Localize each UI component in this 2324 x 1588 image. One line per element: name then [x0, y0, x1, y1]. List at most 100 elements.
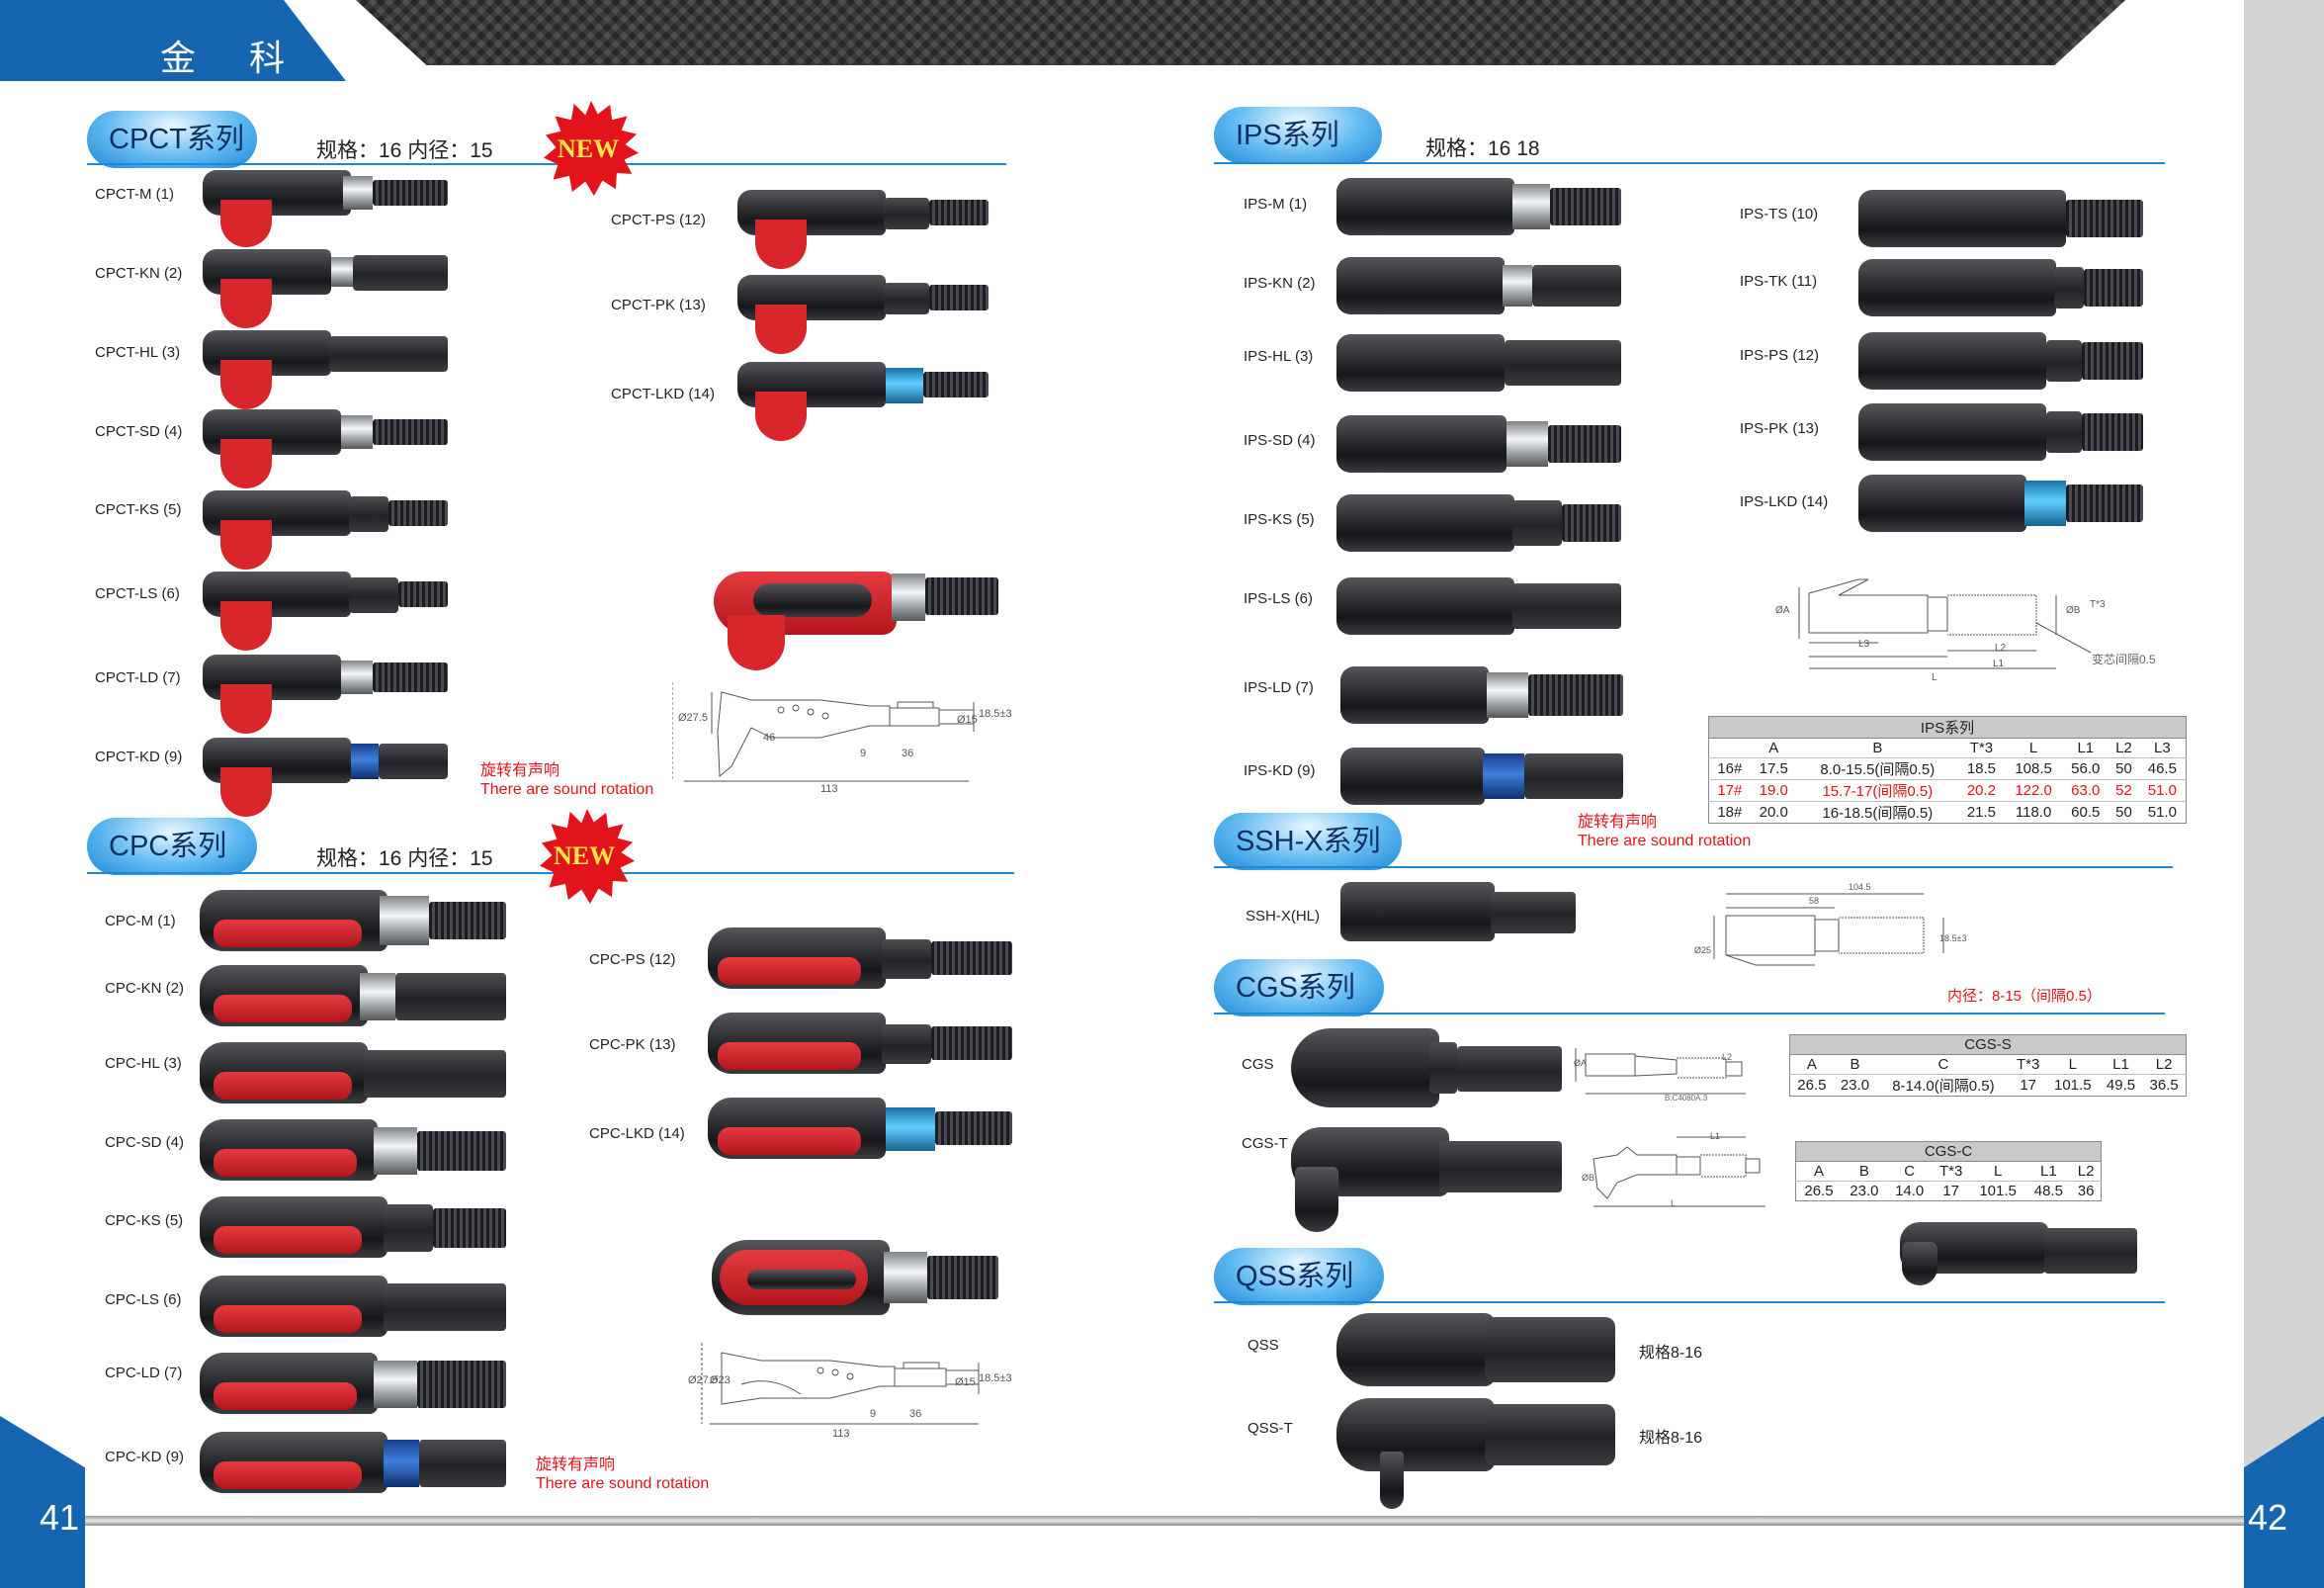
dim-label: ØB — [1582, 1173, 1595, 1183]
product-image-ips-sd — [1336, 415, 1623, 475]
item-label: IPS-SD (4) — [1244, 432, 1316, 449]
table-cell: 23.0 — [1833, 1074, 1877, 1097]
table-cell: 18# — [1708, 801, 1751, 824]
dim-label: 36 — [902, 748, 914, 759]
table-cell: 49.5 — [2099, 1074, 2143, 1097]
table-cell: 15.7-17(间隔0.5) — [1796, 779, 1958, 802]
product-image-cpc-m — [200, 890, 508, 955]
table-row: 18# 20.0 16-18.5(间隔0.5) 21.5 118.0 60.5 … — [1708, 801, 2187, 824]
product-image-ips-ps — [1858, 332, 2145, 392]
dim-label: L2 — [1995, 643, 2007, 654]
dim-label: 113 — [820, 783, 838, 795]
section-title-qss: QSS系列 — [1214, 1248, 1384, 1305]
table-row: 26.5 23.0 8-14.0(间隔0.5) 17 101.5 49.5 36… — [1789, 1074, 2187, 1097]
product-image-ips-kd — [1340, 748, 1627, 807]
product-image-ips-tk — [1858, 259, 2145, 318]
section-title-ssh: SSH-X系列 — [1214, 813, 1402, 870]
product-image-ssh-x — [1340, 882, 1578, 943]
table-row: 17# 19.0 15.7-17(间隔0.5) 20.2 122.0 63.0 … — [1708, 779, 2187, 802]
dim-label: 46 — [763, 732, 776, 744]
technical-drawing-cgs-t — [1592, 1136, 1765, 1207]
item-label: CPCT-PK (13) — [611, 297, 706, 313]
table-cell: 63.0 — [2062, 779, 2109, 802]
qss-t-spec: 规格8-16 — [1639, 1430, 1703, 1447]
item-label: IPS-LKD (14) — [1740, 493, 1829, 510]
table-cell: 26.5 — [1789, 1074, 1834, 1097]
table-cell: 8-14.0(间隔0.5) — [1876, 1074, 2011, 1097]
item-label: IPS-KN (2) — [1244, 275, 1316, 292]
new-badge-text: NEW — [554, 841, 616, 870]
product-image-ips-kn — [1336, 257, 1623, 316]
product-image-cpct-lkd — [737, 362, 992, 443]
table-header — [1709, 739, 1751, 758]
item-label: IPS-M (1) — [1244, 196, 1308, 213]
product-image-ips-lkd — [1858, 475, 2145, 534]
dim-label: ØA — [1574, 1058, 1588, 1068]
table-cell: 56.0 — [2062, 757, 2109, 780]
table-cell: 17.5 — [1750, 757, 1797, 780]
section-rule-qss — [1214, 1301, 2165, 1303]
table-header: C — [1904, 1163, 1916, 1180]
item-label: CPCT-KS (5) — [95, 501, 182, 518]
dim-label: L — [1671, 1198, 1677, 1208]
table-cell: 20.0 — [1750, 801, 1797, 824]
page-number-left: 41 — [40, 1497, 80, 1538]
table-header: A — [1813, 1163, 1824, 1180]
dim-label: Ø27.5 — [678, 712, 708, 724]
product-image-cpct-ks — [203, 490, 450, 572]
item-label: CPC-LD (7) — [105, 1365, 183, 1381]
product-image-cpc-ls — [200, 1276, 508, 1341]
dim-label: ØB — [2066, 605, 2081, 616]
item-label: IPS-HL (3) — [1244, 348, 1314, 365]
table-cell: 118.0 — [2004, 801, 2063, 824]
item-label: CPC-KD (9) — [105, 1449, 185, 1465]
item-label: CPC-HL (3) — [105, 1055, 182, 1072]
item-label: CPC-PK (13) — [589, 1036, 676, 1053]
sound-note-en: There are sound rotation — [1578, 833, 1752, 849]
dim-label: L1 — [1993, 659, 2005, 669]
dim-label: L — [1932, 672, 1937, 683]
dim-label: 18.5±3 — [979, 1372, 1012, 1384]
dim-label: Ø15 — [955, 1376, 976, 1388]
item-label: CPC-LKD (14) — [589, 1125, 685, 1142]
sound-note-cpct: 旋转有声响 There are sound rotation — [480, 761, 653, 799]
product-image-cpc-pk — [708, 1013, 1016, 1078]
item-label: SSH-X(HL) — [1246, 908, 1321, 925]
table-cell: 60.5 — [2062, 801, 2109, 824]
bottom-rule — [85, 1516, 2244, 1526]
product-image-qss — [1336, 1313, 1617, 1388]
table-cell: 26.5 — [1795, 1181, 1842, 1201]
technical-drawing-cgs — [1575, 1048, 1746, 1095]
technical-drawing-cpc — [701, 1343, 980, 1425]
table-cell: 21.5 — [1957, 801, 2005, 824]
sound-note-en: There are sound rotation — [536, 1475, 710, 1492]
table-cell: 8.0-15.5(间隔0.5) — [1796, 757, 1958, 780]
brand-tab — [0, 0, 346, 81]
item-label: CPCT-LS (6) — [95, 585, 180, 602]
dim-label: 58 — [1809, 896, 1820, 906]
table-cell: 36 — [2071, 1181, 2102, 1201]
product-image-cpc-ks — [200, 1196, 508, 1262]
dim-label: L1 — [1710, 1131, 1721, 1141]
section-rule-cgs — [1214, 1013, 2165, 1015]
table-title: CGS-S — [1789, 1034, 2187, 1055]
table-cell: 50 — [2109, 757, 2139, 780]
section-rule-ssh — [1214, 866, 2173, 868]
table-header: L — [2028, 740, 2038, 756]
table-header: L2 — [2115, 740, 2132, 756]
table-cell: 16-18.5(间隔0.5) — [1796, 801, 1958, 824]
table-cell: 50 — [2109, 801, 2139, 824]
item-label: IPS-KS (5) — [1244, 511, 1315, 528]
sound-note-cn: 旋转有声响 — [1578, 814, 1658, 831]
table-cell: 101.5 — [1969, 1181, 2026, 1201]
dim-label: 9 — [870, 1408, 877, 1420]
technical-drawing-cpct — [672, 682, 975, 782]
section-title-cpct: CPCT系列 — [87, 111, 257, 168]
item-label: IPS-LS (6) — [1244, 590, 1314, 607]
product-image-cpct-ld — [203, 655, 450, 736]
table-header: L2 — [2077, 1163, 2095, 1180]
item-label: CPC-LS (6) — [105, 1291, 182, 1308]
product-image-cpc-hl — [200, 1042, 508, 1107]
item-label: CPCT-SD (4) — [95, 423, 183, 440]
table-header: B — [1850, 1056, 1860, 1073]
